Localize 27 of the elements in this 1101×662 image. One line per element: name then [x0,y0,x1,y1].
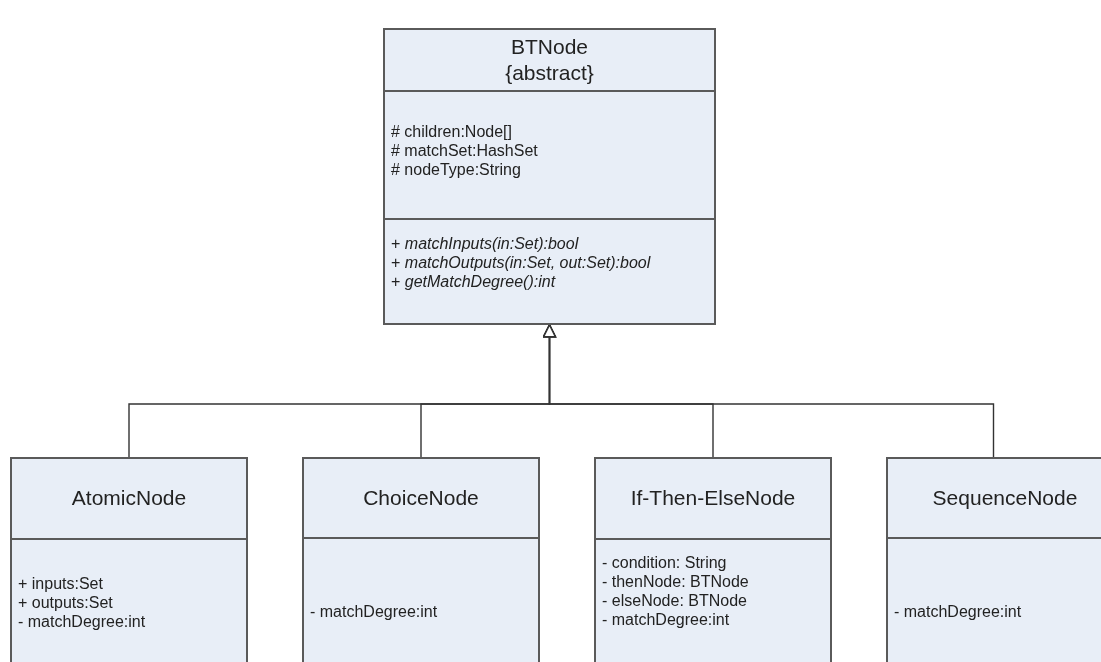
class-box [594,457,832,662]
class-box [10,457,248,662]
method-text: + matchOutputs(in:Set, out:Set):bool [391,253,651,273]
class-box [383,28,716,325]
attribute-text: - matchDegree:int [18,611,146,631]
method-text: + getMatchDegree():int [391,272,556,292]
attribute-text: - matchDegree:int [310,602,438,622]
class-name: {abstract} [505,60,594,86]
attribute-text: - matchDegree:int [894,602,1022,622]
class-name: If-Then-ElseNode [630,485,796,512]
class-name: AtomicNode [71,485,187,512]
generalization-arrow [542,324,995,458]
attribute-text: # children:Node[] [391,122,512,141]
attribute-text: + outputs:Set [18,592,113,612]
attribute-text: - matchDegree:int [602,609,730,629]
class-name: BTNode [510,34,588,60]
class-name: SequenceNode [932,485,1078,512]
attribute-text: - condition: String [602,552,727,572]
attribute-text: # nodeType:String [391,160,521,179]
attribute-text: # matchSet:HashSet [391,141,538,160]
method-text: + matchInputs(in:Set):bool [391,234,579,254]
class-box [302,457,540,662]
class-box [886,457,1101,662]
attribute-text: - elseNode: BTNode [602,590,747,610]
class-name: ChoiceNode [363,485,479,512]
attribute-text: + inputs:Set [18,573,103,593]
attribute-text: - thenNode: BTNode [602,571,749,591]
